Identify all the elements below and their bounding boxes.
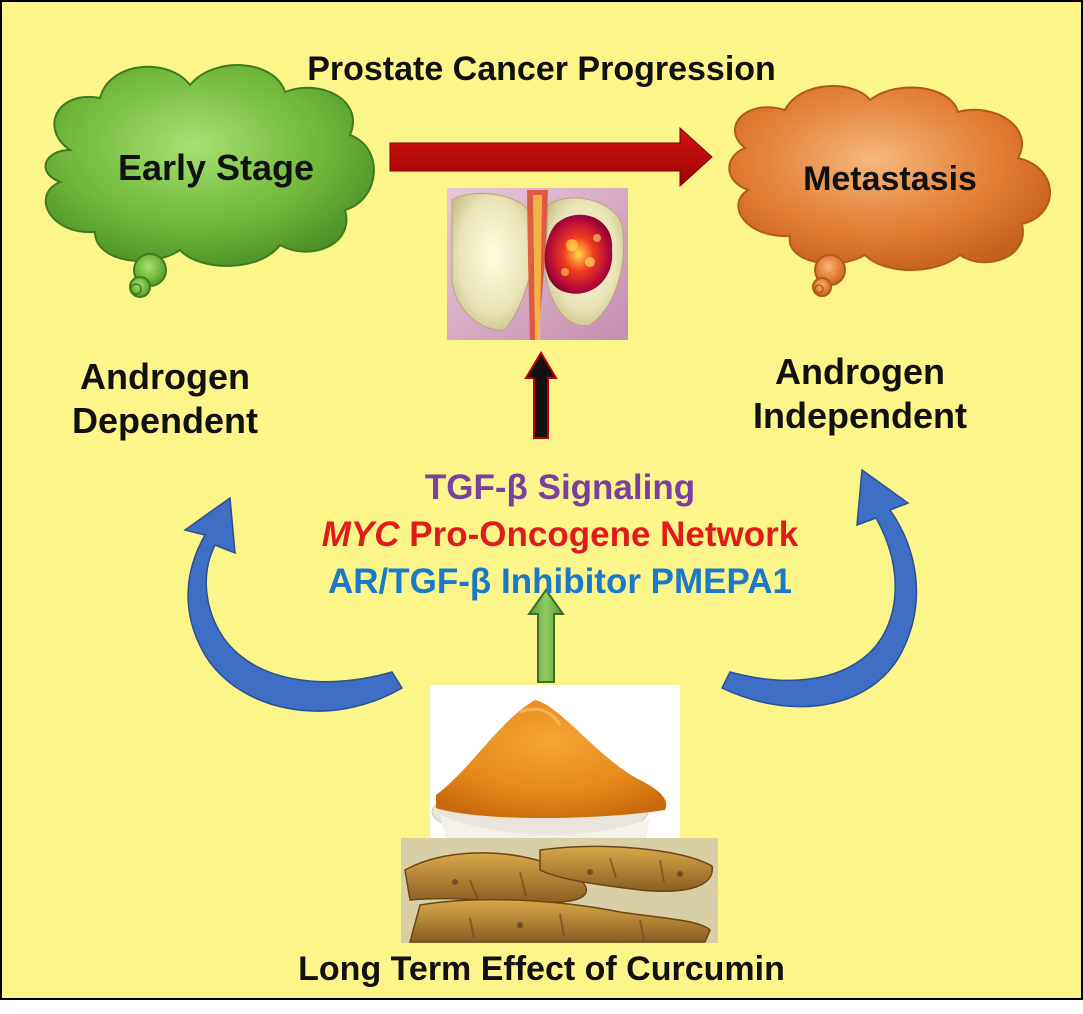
progression-arrow [389, 126, 713, 188]
androgen-independent-line2: Independent [753, 395, 967, 436]
androgen-independent-label: Androgen Independent [720, 350, 1000, 438]
right-cycle-arrow [720, 468, 918, 708]
left-cycle-arrow [183, 496, 404, 712]
tumor-up-arrow [524, 351, 558, 439]
early-stage-cloud [44, 64, 375, 298]
androgen-dependent-line2: Dependent [71, 400, 258, 441]
mechanism-list: TGF-β Signaling MYC Pro-Oncogene Network… [300, 464, 820, 605]
curcumin-up-arrow [527, 588, 565, 683]
pmepa1-inhibitor-text: AR/TGF-β Inhibitor PMEPA1 [327, 562, 793, 601]
androgen-dependent-line1: Androgen [80, 356, 250, 397]
curcumin-effect-label: Long Term Effect of Curcumin [298, 950, 785, 988]
metastasis-label: Metastasis [803, 160, 977, 198]
myc-gene-name: MYC [321, 515, 400, 554]
tgf-beta-signaling-text: TGF-β Signaling [424, 468, 696, 507]
myc-network-rest: Pro-Oncogene Network [399, 515, 799, 554]
turmeric-roots-image [401, 838, 718, 943]
diagram-title: Prostate Cancer Progression [307, 50, 776, 88]
androgen-dependent-label: Androgen Dependent [30, 355, 300, 443]
prostate-tumor-image [447, 188, 628, 340]
early-stage-label: Early Stage [117, 147, 315, 188]
androgen-independent-line1: Androgen [775, 351, 945, 392]
myc-network-text: MYC Pro-Oncogene Network [300, 511, 820, 558]
metastasis-cloud [728, 85, 1051, 297]
curcumin-powder-image [430, 685, 680, 848]
